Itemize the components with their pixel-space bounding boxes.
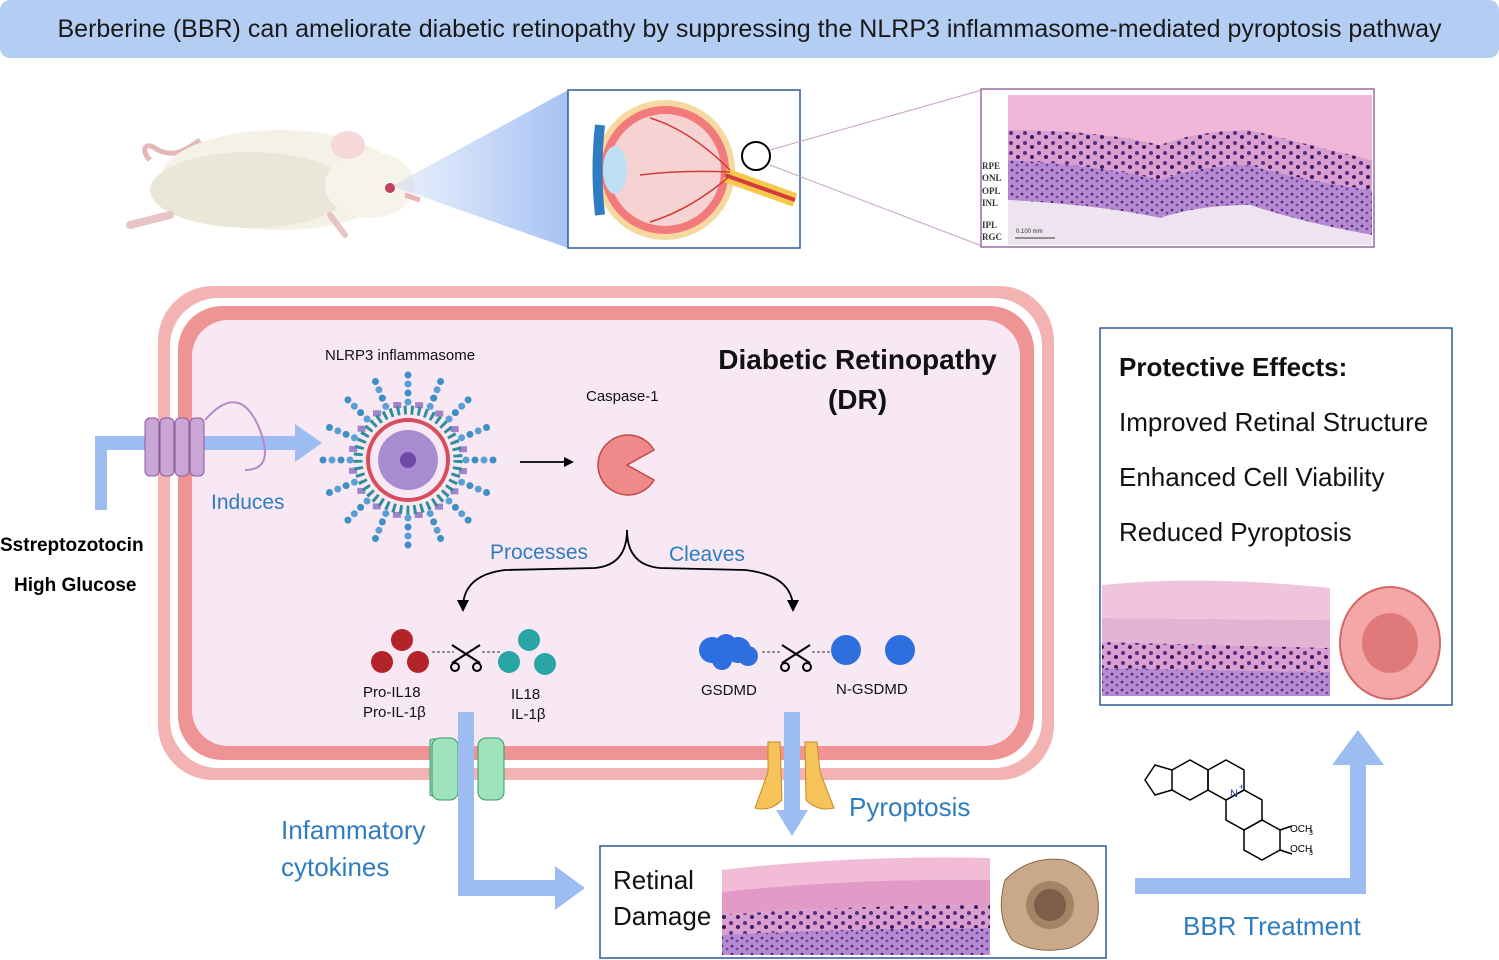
nlrp3-label: NLRP3 inflammasome	[325, 347, 476, 364]
molecule-n: N	[1230, 788, 1238, 800]
svg-text:3: 3	[1309, 830, 1313, 837]
input-label-1: Sstreptozotocin	[0, 535, 144, 556]
dr-title: Diabetic Retinopathy (DR)	[718, 344, 997, 415]
bbr-treatment-arrow	[1135, 730, 1384, 894]
protective-item: Improved Retinal Structure	[1119, 407, 1429, 437]
zoom-line-bottom	[769, 164, 983, 247]
protective-item: Enhanced Cell Viability	[1119, 462, 1385, 492]
pyroptosis-label: Pyroptosis	[849, 792, 971, 822]
inflammatory-cytokines-label: Infammatory cytokines	[281, 815, 426, 882]
caspase-label: Caspase-1	[586, 388, 659, 405]
title-banner: Berberine (BBR) can ameliorate diabetic …	[0, 0, 1499, 58]
induces-label: Induces	[211, 491, 285, 514]
pro-il-label: Pro-IL18 Pro-IL-1β	[363, 684, 426, 721]
cytokine-arrow	[458, 712, 585, 910]
molecule-plus: +	[1239, 782, 1244, 792]
scissors-icon	[450, 644, 482, 672]
pacman-caspase-icon	[597, 434, 656, 496]
histology-panel	[980, 88, 1375, 248]
retinal-damage-panel	[599, 845, 1107, 959]
processes-label: Processes	[490, 541, 589, 564]
protective-effects-list: Protective Effects: Improved Retinal Str…	[1119, 352, 1449, 572]
gsdmd-blobs	[699, 634, 915, 670]
scale-bar-label: 0.100 mm	[1016, 229, 1043, 235]
svg-text:3: 3	[1309, 850, 1313, 857]
cytokine-channel-icon	[429, 737, 505, 801]
zoom-beam	[392, 90, 568, 248]
scissors-icon	[780, 644, 812, 672]
receptor-icon	[144, 401, 266, 477]
pyroptosis-arrow	[776, 712, 808, 836]
pyroptosis-pore-icon	[754, 741, 835, 810]
il-label: IL18 IL-1β	[511, 686, 546, 723]
input-label-2: High Glucose	[14, 575, 137, 596]
layer-labels: RPE ONL OPL INL IPL RGC	[982, 161, 1002, 243]
nlrp3-inflammasome-icon	[319, 371, 497, 549]
bbr-treatment-label: BBR Treatment	[1183, 911, 1361, 941]
retinal-damage-label: Retinal Damage	[613, 865, 712, 931]
il-beads	[498, 629, 556, 675]
protective-panel	[1099, 327, 1453, 706]
page-title: Berberine (BBR) can ameliorate diabetic …	[57, 14, 1442, 43]
methoxy-2: OCH	[1290, 844, 1312, 855]
rat-image	[126, 130, 421, 238]
eye-icon	[592, 100, 798, 240]
protective-item: Reduced Pyroptosis	[1119, 517, 1352, 547]
pro-il-beads	[371, 629, 429, 673]
berberine-molecule-icon	[1144, 759, 1293, 861]
branch-arrows	[462, 529, 794, 606]
protective-title: Protective Effects:	[1119, 352, 1348, 382]
zoom-line-top	[769, 89, 983, 151]
methoxy-1: OCH	[1290, 824, 1312, 835]
eye-panel	[567, 89, 801, 249]
gsdmd-label: GSDMD	[701, 682, 757, 699]
cleaves-label: Cleaves	[669, 543, 745, 566]
n-gsdmd-label: N-GSDMD	[836, 681, 908, 698]
